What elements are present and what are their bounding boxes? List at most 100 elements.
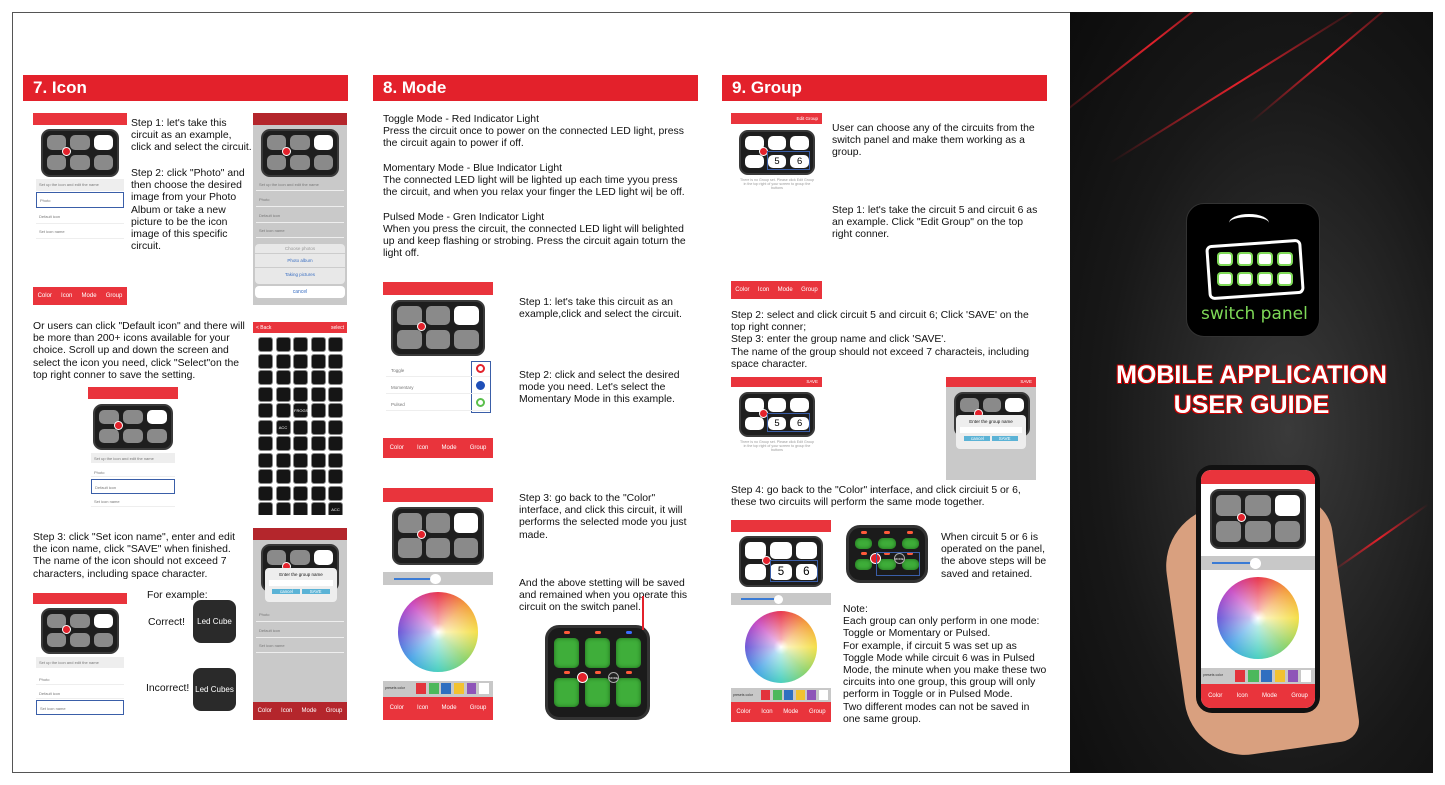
nav-mode[interactable]: Mode <box>441 705 457 712</box>
green-switch-key[interactable] <box>585 677 610 707</box>
momentary-option[interactable]: Momentary <box>386 379 490 394</box>
default-icon-option[interactable] <box>328 337 343 352</box>
default-icon-option[interactable] <box>310 485 326 501</box>
default-icon-option[interactable] <box>310 403 326 418</box>
preset-color-swatch[interactable] <box>1300 670 1311 682</box>
nav-mode[interactable]: Mode <box>777 287 793 293</box>
default-icon-option[interactable] <box>275 337 291 352</box>
circuit-key-6[interactable]: 6 <box>790 154 809 168</box>
power-button-icon[interactable] <box>61 625 71 634</box>
circuit-key-3[interactable] <box>313 550 333 565</box>
brightness-slider[interactable] <box>1201 555 1315 570</box>
power-button-icon[interactable] <box>577 671 588 683</box>
color-wheel[interactable] <box>1216 577 1300 660</box>
nav-color[interactable]: Color <box>735 287 750 293</box>
mode-button[interactable]: MODE <box>893 553 905 564</box>
circuit-key-3[interactable] <box>147 410 167 424</box>
circuit-key-6[interactable] <box>454 330 479 349</box>
pulsed-option[interactable]: Pulsed <box>386 396 490 411</box>
default-icon-option[interactable] <box>310 337 326 352</box>
preset-color-swatch[interactable] <box>795 689 805 700</box>
nav-color[interactable]: Color <box>37 293 52 299</box>
circuit-key-2[interactable] <box>425 512 450 533</box>
preset-color-swatch[interactable] <box>761 689 770 700</box>
default-icon-option[interactable] <box>275 370 291 385</box>
power-button-icon[interactable] <box>281 147 291 156</box>
group-name-input[interactable] <box>960 427 1022 433</box>
preset-color-swatch[interactable] <box>772 689 782 700</box>
circuit-key-4[interactable] <box>267 155 287 170</box>
circuit-key-5[interactable] <box>1245 521 1271 543</box>
circuit-key-1[interactable] <box>397 306 422 325</box>
nav-color[interactable]: Color <box>736 708 751 715</box>
default-icon-option[interactable] <box>258 469 273 484</box>
default-icon-option[interactable] <box>310 469 326 484</box>
default-icon-option[interactable] <box>328 353 343 369</box>
preset-color-swatch[interactable] <box>441 682 452 695</box>
circuit-key-2[interactable] <box>70 614 90 628</box>
circuit-key-6[interactable] <box>453 537 478 558</box>
default-icon-option[interactable] <box>275 403 291 418</box>
preset-color-swatch[interactable] <box>1274 670 1285 682</box>
photo-row[interactable]: Photo <box>91 467 175 477</box>
default-icon-option[interactable] <box>310 370 326 385</box>
back-button[interactable]: < Back <box>256 325 272 331</box>
default-icon-option[interactable] <box>293 485 308 501</box>
circuit-key-4[interactable] <box>745 416 764 430</box>
power-button-icon[interactable] <box>870 553 882 564</box>
green-switch-key[interactable] <box>616 638 641 668</box>
default-icon-option[interactable] <box>328 436 343 451</box>
select-button[interactable]: select <box>330 325 344 331</box>
preset-color-swatch[interactable] <box>453 682 464 695</box>
nav-icon[interactable]: Icon <box>1236 693 1248 700</box>
photo-row[interactable]: Photo <box>36 192 124 208</box>
default-icon-option[interactable] <box>275 502 291 515</box>
default-icon-option[interactable] <box>328 485 343 501</box>
green-switch-key[interactable] <box>554 677 579 707</box>
preset-color-swatch[interactable] <box>1235 670 1246 682</box>
preset-color-swatch[interactable] <box>1287 670 1298 682</box>
power-button-icon[interactable] <box>114 421 124 430</box>
circuit-key-2[interactable] <box>1245 495 1271 517</box>
cancel-button[interactable]: cancel <box>255 286 345 298</box>
default-icon-option[interactable] <box>258 452 273 468</box>
taking-pictures-option[interactable]: Taking pictures <box>255 267 345 281</box>
circuit-key-6[interactable] <box>93 633 113 647</box>
circuit-key-1[interactable] <box>397 512 422 533</box>
dialog-cancel-button[interactable]: cancel <box>272 589 301 594</box>
nav-color[interactable]: Color <box>389 705 404 712</box>
nav-color[interactable]: Color <box>1208 693 1223 700</box>
power-button-icon[interactable] <box>1236 513 1246 523</box>
default-icon-option[interactable] <box>328 469 343 484</box>
nav-icon[interactable]: Icon <box>757 287 770 293</box>
default-icon-option[interactable] <box>258 419 273 435</box>
save-button[interactable]: SAVE <box>731 377 822 387</box>
nav-mode[interactable]: Mode <box>81 293 97 299</box>
green-switch-key[interactable] <box>585 638 610 668</box>
default-icon-option[interactable] <box>328 419 343 435</box>
default-icon-option[interactable]: FROGS <box>293 403 308 418</box>
default-icon-option[interactable] <box>293 469 308 484</box>
set-icon-name-row[interactable]: Set icon name <box>91 496 175 507</box>
default-icon-row[interactable]: Default icon <box>91 479 175 494</box>
brightness-slider[interactable] <box>383 571 493 586</box>
circuit-key-2[interactable] <box>290 135 310 150</box>
preset-color-swatch[interactable] <box>1261 670 1272 682</box>
green-switch-key[interactable] <box>855 559 873 570</box>
default-icon-option[interactable]: ACC <box>275 419 291 435</box>
circuit-key-6[interactable] <box>1274 521 1301 543</box>
circuit-key-3[interactable] <box>453 512 478 533</box>
slider-thumb[interactable] <box>430 573 441 585</box>
circuit-key-5[interactable]: 5 <box>770 563 792 581</box>
green-switch-key[interactable] <box>616 677 641 707</box>
preset-color-swatch[interactable] <box>807 689 816 700</box>
default-icon-option[interactable] <box>275 353 291 369</box>
default-icon-option[interactable] <box>293 436 308 451</box>
preset-color-swatch[interactable] <box>479 682 490 695</box>
nav-group[interactable]: Group <box>469 445 487 451</box>
momentary-radio-selected[interactable] <box>476 381 485 390</box>
circuit-key-3[interactable] <box>93 135 113 150</box>
default-icon-option[interactable] <box>328 452 343 468</box>
nav-icon[interactable]: Icon <box>61 293 73 299</box>
